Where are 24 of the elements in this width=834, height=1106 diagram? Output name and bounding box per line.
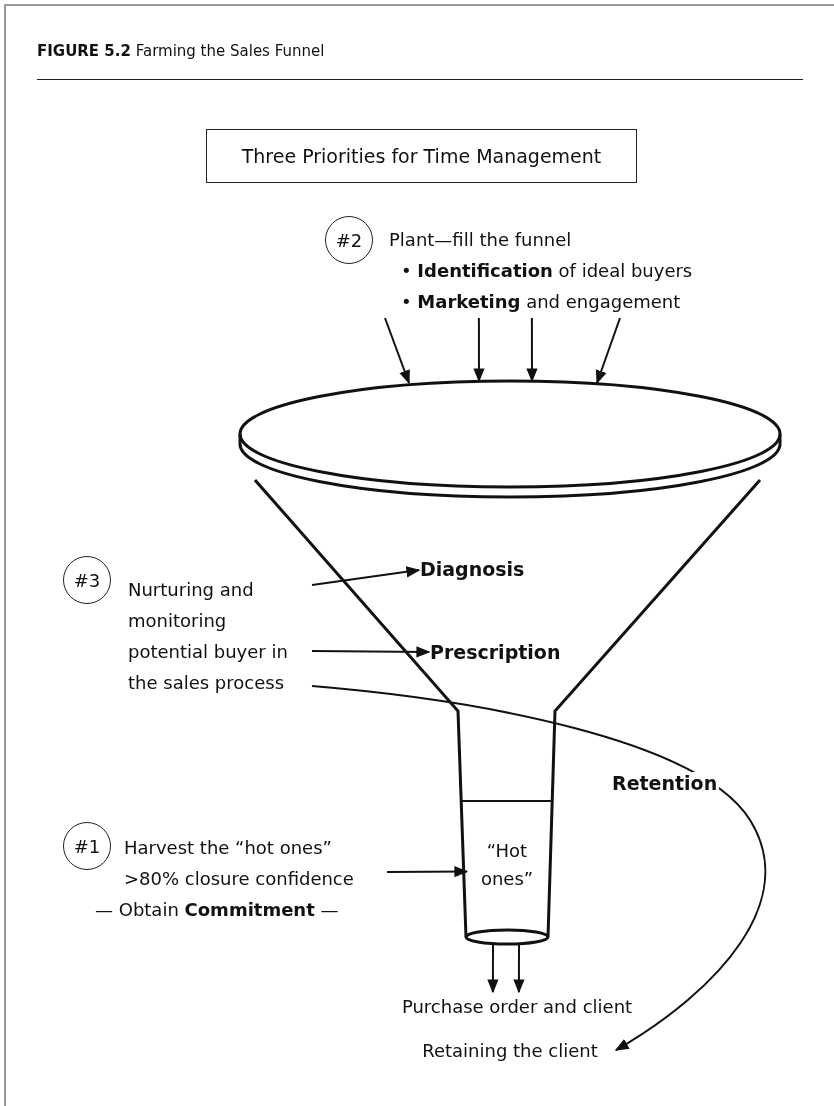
heading-box: Three Priorities for Time Management — [206, 129, 637, 183]
figure-title: FIGURE 5.2 Farming the Sales Funnel — [37, 42, 325, 60]
outcome-label: Purchase order and client — [380, 992, 654, 1022]
arrow — [384, 317, 410, 385]
text-line: >80% closure confidence — [124, 867, 354, 891]
outcome-label: Retaining the client — [405, 1036, 615, 1066]
text-line: Harvest the “hot ones” — [124, 836, 332, 860]
arrow — [311, 566, 421, 586]
curved-arrow — [311, 685, 766, 1052]
stage-label: “Hot ones” — [468, 810, 546, 920]
text-line: Plant—fill the funnel — [389, 228, 572, 252]
text-line: • Marketing and engagement — [401, 290, 681, 314]
text-line: — Obtain Commitment — — [95, 898, 339, 922]
text-line: • Identification of ideal buyers — [401, 259, 693, 283]
arrow — [487, 944, 499, 994]
arrow — [513, 944, 525, 994]
arrow — [386, 866, 469, 878]
arrow — [595, 317, 621, 385]
arrow — [311, 646, 431, 658]
description-text: Nurturing and monitoring potential buyer in the sales process — [128, 574, 310, 700]
arrow — [473, 317, 485, 383]
arrow — [526, 317, 538, 383]
stage-label: Prescription — [430, 638, 565, 666]
stage-label: Diagnosis — [420, 555, 530, 583]
